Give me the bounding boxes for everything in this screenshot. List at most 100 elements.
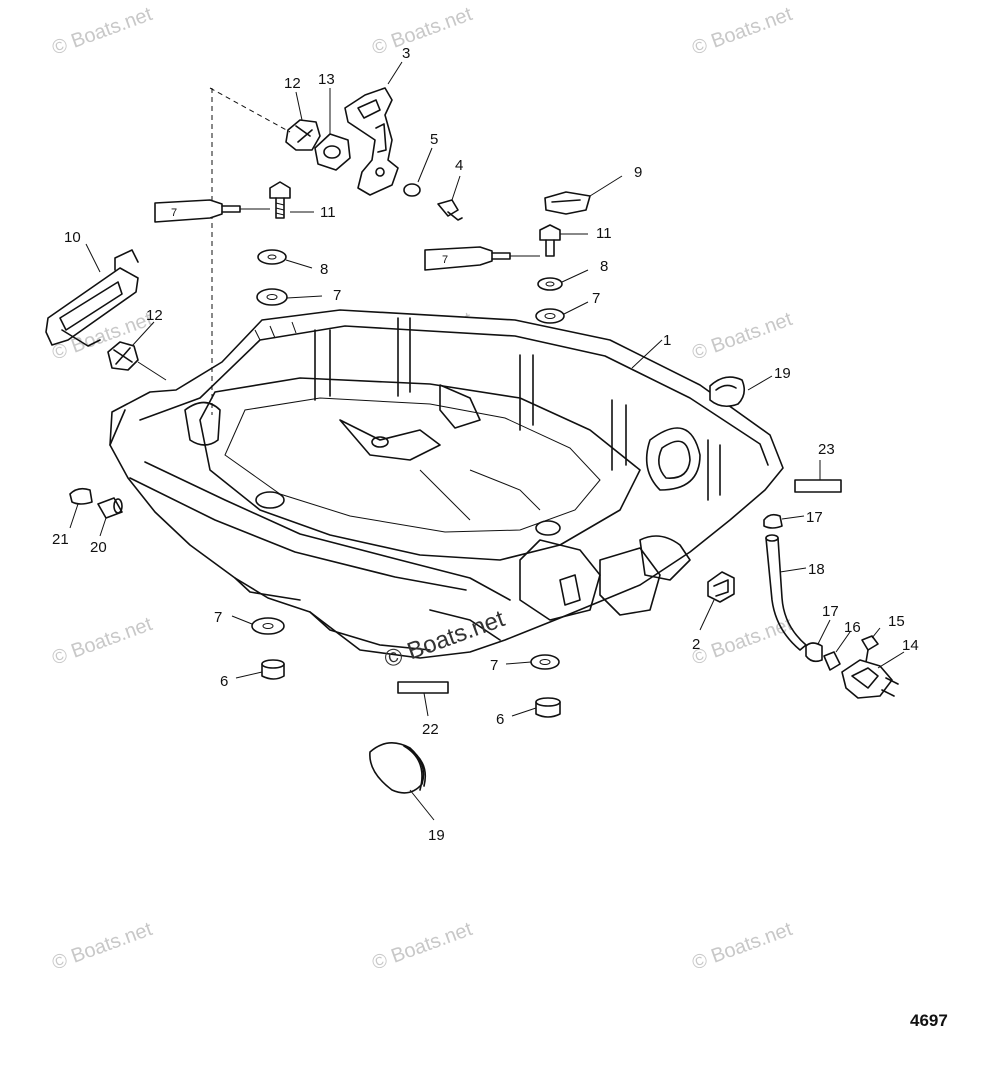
callout-15: 15 [888,613,905,630]
washer-part-8-right-hole [545,281,555,287]
callout-7a: 7 [333,287,341,304]
callout-19a: 19 [774,365,791,382]
callout-22: 22 [422,721,439,738]
callout-7c: 7 [214,609,222,626]
callout-23: 23 [818,441,835,458]
watermark-1: © Boats.net [49,3,155,60]
foot-part-6-lower-left [261,659,285,680]
grommet-part-7-left [256,288,288,306]
grommet-plate-part-13 [314,133,351,171]
watermark-3: © Boats.net [689,3,795,60]
leader-8b [561,269,589,283]
watermark-11: © Boats.net [689,918,795,975]
bracket-part-3 [344,87,399,196]
leader-3 [387,61,403,85]
callout-18: 18 [808,561,825,578]
sealant-tube-left-label: 7 [171,207,177,219]
callout-5: 5 [430,131,438,148]
grommet-part-7-lower-left [251,617,285,635]
callout-17a: 17 [806,509,823,526]
leader-8a [285,259,313,269]
grommet-part-7-right-hole [544,313,556,319]
label-strip-part-22 [397,681,449,694]
grommet-part-19-upper [709,376,746,408]
callout-11b: 11 [596,225,612,242]
leader-7a [286,295,323,299]
callout-8a: 8 [320,261,328,278]
leader-7d [505,661,532,665]
pad-part-9 [544,191,591,215]
grommet-part-7-lower-center-hole [539,659,551,665]
screw-part-15 [861,635,879,663]
leader-5 [417,147,433,183]
screw-part-11-right [539,224,561,257]
grommet-part-7-left-hole [266,294,278,300]
watermark-8: © Boats.net [689,613,795,670]
grommet-part-7-lower-left-hole [262,623,274,629]
sealant-tube-left-part-7: 7 [154,199,241,223]
callout-20: 20 [90,539,107,556]
leader-11b [510,233,588,257]
callout-1: 1 [663,332,671,349]
watermark-9: © Boats.net [49,918,155,975]
watermark-6: © Boats.net [689,308,795,365]
callout-11a: 11 [320,204,336,221]
washer-part-8-left-hole [267,254,277,260]
leader-15 [871,627,881,639]
callout-4: 4 [455,157,463,174]
leader-10 [85,243,101,273]
leader-16 [835,631,851,653]
grommet-part-7-lower-center [530,654,560,670]
callout-7d: 7 [490,657,498,674]
foot-part-6-lower-center [535,697,561,718]
leader-7c [231,615,253,625]
hose-clamp-part-21 [69,487,93,505]
leader-1 [631,339,663,369]
clip-bracket-part-2 [707,571,735,603]
callout-12a: 12 [284,75,301,92]
watermark-7: © Boats.net [49,613,155,670]
watermark-2: © Boats.net [369,3,475,60]
grommet-part-19-lower [369,742,427,794]
callout-10: 10 [64,229,81,246]
leader-22 [423,692,429,717]
callout-19b: 19 [428,827,445,844]
leader-19b [409,789,435,821]
callout-17b: 17 [822,603,839,620]
leader-11a [240,208,314,213]
leader-6b [511,707,537,717]
callout-9: 9 [634,164,642,181]
leader-12b [131,321,155,347]
leader-12a [295,91,303,121]
fitting-part-16 [823,651,841,671]
callout-3: 3 [402,45,410,62]
leader-21 [69,503,79,529]
hose-clamp-part-17-lower [805,642,823,663]
washer-part-8-right [537,277,563,291]
sealant-tube-right-part-7: 7 [424,246,511,271]
clip-part-12-left [107,341,139,371]
callout-6b: 6 [496,711,504,728]
callout-13: 13 [318,71,335,88]
leader-14 [877,651,905,669]
leader-2 [699,599,715,631]
figure-number: 4697 [910,1011,948,1030]
callout-12b: 12 [146,307,163,324]
callout-6a: 6 [220,673,228,690]
leader-19a [747,375,773,391]
callout-labels: 1 2 3 4 5 6 6 7 7 7 7 8 8 9 10 11 11 12 … [52,45,919,844]
fuel-connector-part-14 [841,659,899,699]
hose-clamp-part-17-upper [763,513,783,529]
washer-part-8-left [257,249,287,265]
sealant-tube-right-label: 7 [442,254,448,266]
leader-6a [235,671,263,679]
leader-20 [99,517,107,537]
clip-part-12-top [285,119,321,151]
watermark-10: © Boats.net [369,918,475,975]
screw-part-4 [437,199,463,221]
label-strip-part-23 [794,479,842,493]
assembly-line [209,87,291,415]
leader-9 [589,175,623,197]
leader-7b [563,301,589,315]
